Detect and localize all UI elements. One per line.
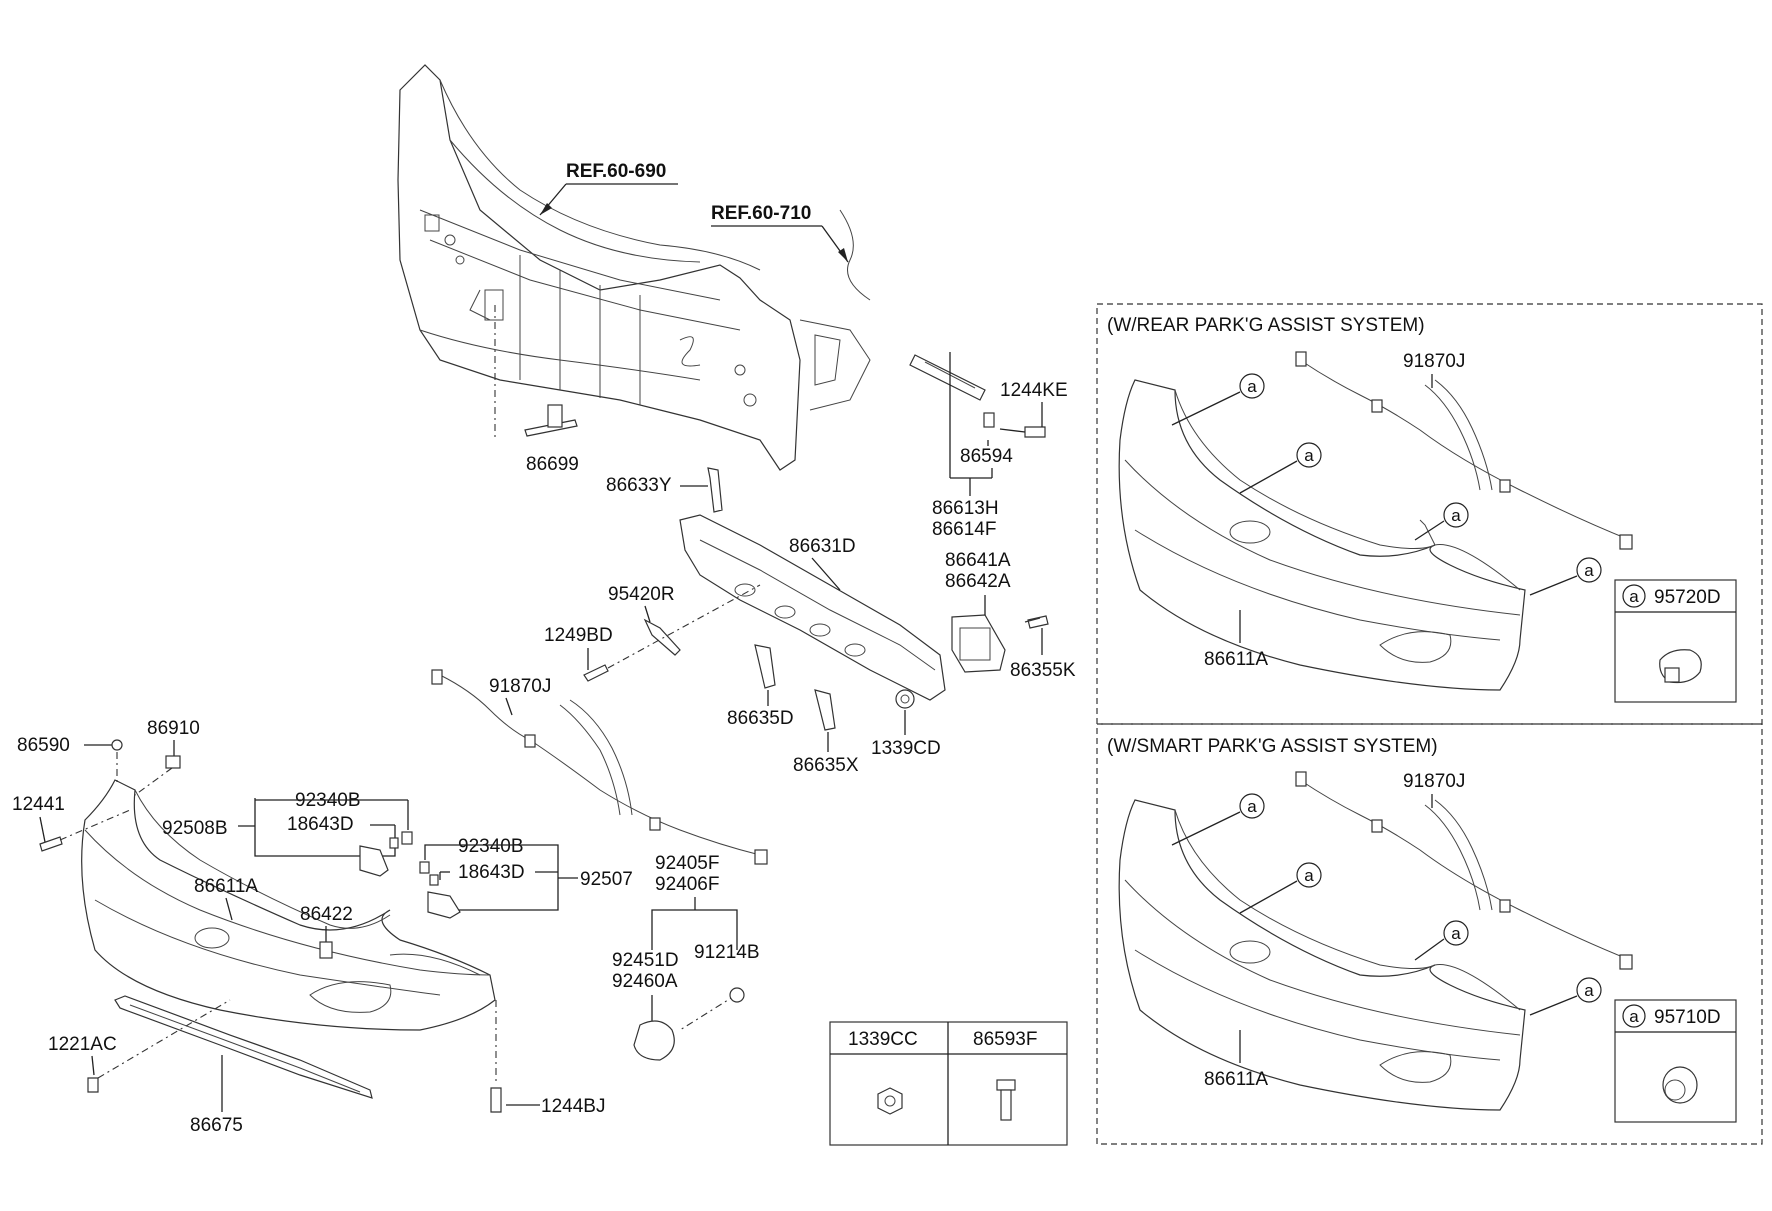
smart-park-harness-label: 91870J	[1403, 771, 1465, 792]
rear-callout-a-1: a	[1247, 377, 1257, 396]
bracket-86613H	[909, 354, 1046, 438]
rear-park-assist-box	[1096, 303, 1763, 725]
ref-60-690-label: REF.60-690	[566, 161, 666, 182]
rear-park-bumper-label: 86611A	[1204, 649, 1268, 670]
ref-60-710-label: REF.60-710	[711, 203, 811, 224]
label-86422: 86422	[300, 904, 353, 925]
rear-sensor-label: 95720D	[1654, 587, 1721, 608]
smart-park-bumper-label: 86611A	[1204, 1069, 1268, 1090]
label-91870J-main: 91870J	[489, 676, 551, 697]
label-92406F: 92406F	[655, 874, 719, 895]
smart-callout-a-1: a	[1247, 797, 1257, 816]
rear-park-bumper	[1118, 379, 1526, 691]
label-95420R: 95420R	[608, 584, 675, 605]
label-1244KE: 1244KE	[1000, 380, 1068, 401]
rear-park-harness-label: 91870J	[1403, 351, 1465, 372]
rear-sensor-box	[1614, 579, 1737, 703]
smart-park-assist-box	[1096, 723, 1763, 1145]
label-86641A: 86641A	[945, 550, 1011, 571]
label-12441: 12441	[12, 794, 65, 815]
fastener-1339CC: 1339CC	[848, 1029, 918, 1050]
label-86614F: 86614F	[932, 519, 996, 540]
smart-callout-a-2: a	[1304, 866, 1314, 885]
bolt-86699	[494, 305, 578, 440]
label-18643D-a: 18643D	[287, 814, 354, 835]
label-92405F: 92405F	[655, 853, 719, 874]
rear-callout-a-2: a	[1304, 446, 1314, 465]
rear-park-box-title: (W/REAR PARK'G ASSIST SYSTEM)	[1107, 315, 1425, 336]
label-92460A: 92460A	[612, 971, 678, 992]
label-86611A-main: 86611A	[194, 876, 258, 897]
label-86355K: 86355K	[1010, 660, 1076, 681]
smart-park-bumper	[1118, 799, 1526, 1111]
label-86675: 86675	[190, 1115, 243, 1136]
label-86699: 86699	[526, 454, 579, 475]
label-92507: 92507	[580, 869, 633, 890]
label-1339CD: 1339CD	[871, 738, 941, 759]
beam-86631D	[679, 514, 946, 701]
smart-sensor-box	[1614, 999, 1737, 1123]
label-91214B: 91214B	[694, 942, 760, 963]
harness-91870J-main	[431, 669, 768, 865]
label-86633Y: 86633Y	[606, 475, 672, 496]
smart-park-box-title: (W/SMART PARK'G ASSIST SYSTEM)	[1107, 736, 1438, 757]
rear-callout-a-3: a	[1451, 506, 1461, 525]
label-1249BD: 1249BD	[544, 625, 613, 646]
smart-callout-a-4: a	[1584, 981, 1594, 1000]
rear-sensor-callout-a: a	[1629, 587, 1639, 606]
fastener-86593F: 86593F	[973, 1029, 1037, 1050]
bumper-86611A-main	[81, 779, 496, 1031]
label-86590: 86590	[17, 735, 70, 756]
label-86594: 86594	[960, 446, 1013, 467]
label-92340B-b: 92340B	[458, 836, 524, 857]
smart-sensor-callout-a: a	[1629, 1007, 1639, 1026]
rear-panel-drawing	[397, 64, 871, 471]
rear-park-harness	[1295, 351, 1633, 550]
label-1221AC: 1221AC	[48, 1034, 117, 1055]
label-86910: 86910	[147, 718, 200, 739]
label-86642A: 86642A	[945, 571, 1011, 592]
label-86635D: 86635D	[727, 708, 794, 729]
smart-park-harness	[1295, 771, 1633, 970]
rear-callout-a-4: a	[1584, 561, 1594, 580]
fastener-table	[829, 1021, 1068, 1146]
label-92451D: 92451D	[612, 950, 679, 971]
label-1244BJ: 1244BJ	[541, 1096, 605, 1117]
smart-callout-a-3: a	[1451, 924, 1461, 943]
reinforcement-86675	[114, 995, 373, 1099]
label-86613H: 86613H	[932, 498, 999, 519]
label-86635X: 86635X	[793, 755, 859, 776]
label-18643D-b: 18643D	[458, 862, 525, 883]
smart-sensor-label: 95710D	[1654, 1007, 1721, 1028]
label-86631D: 86631D	[789, 536, 856, 557]
label-92508B: 92508B	[162, 818, 228, 839]
